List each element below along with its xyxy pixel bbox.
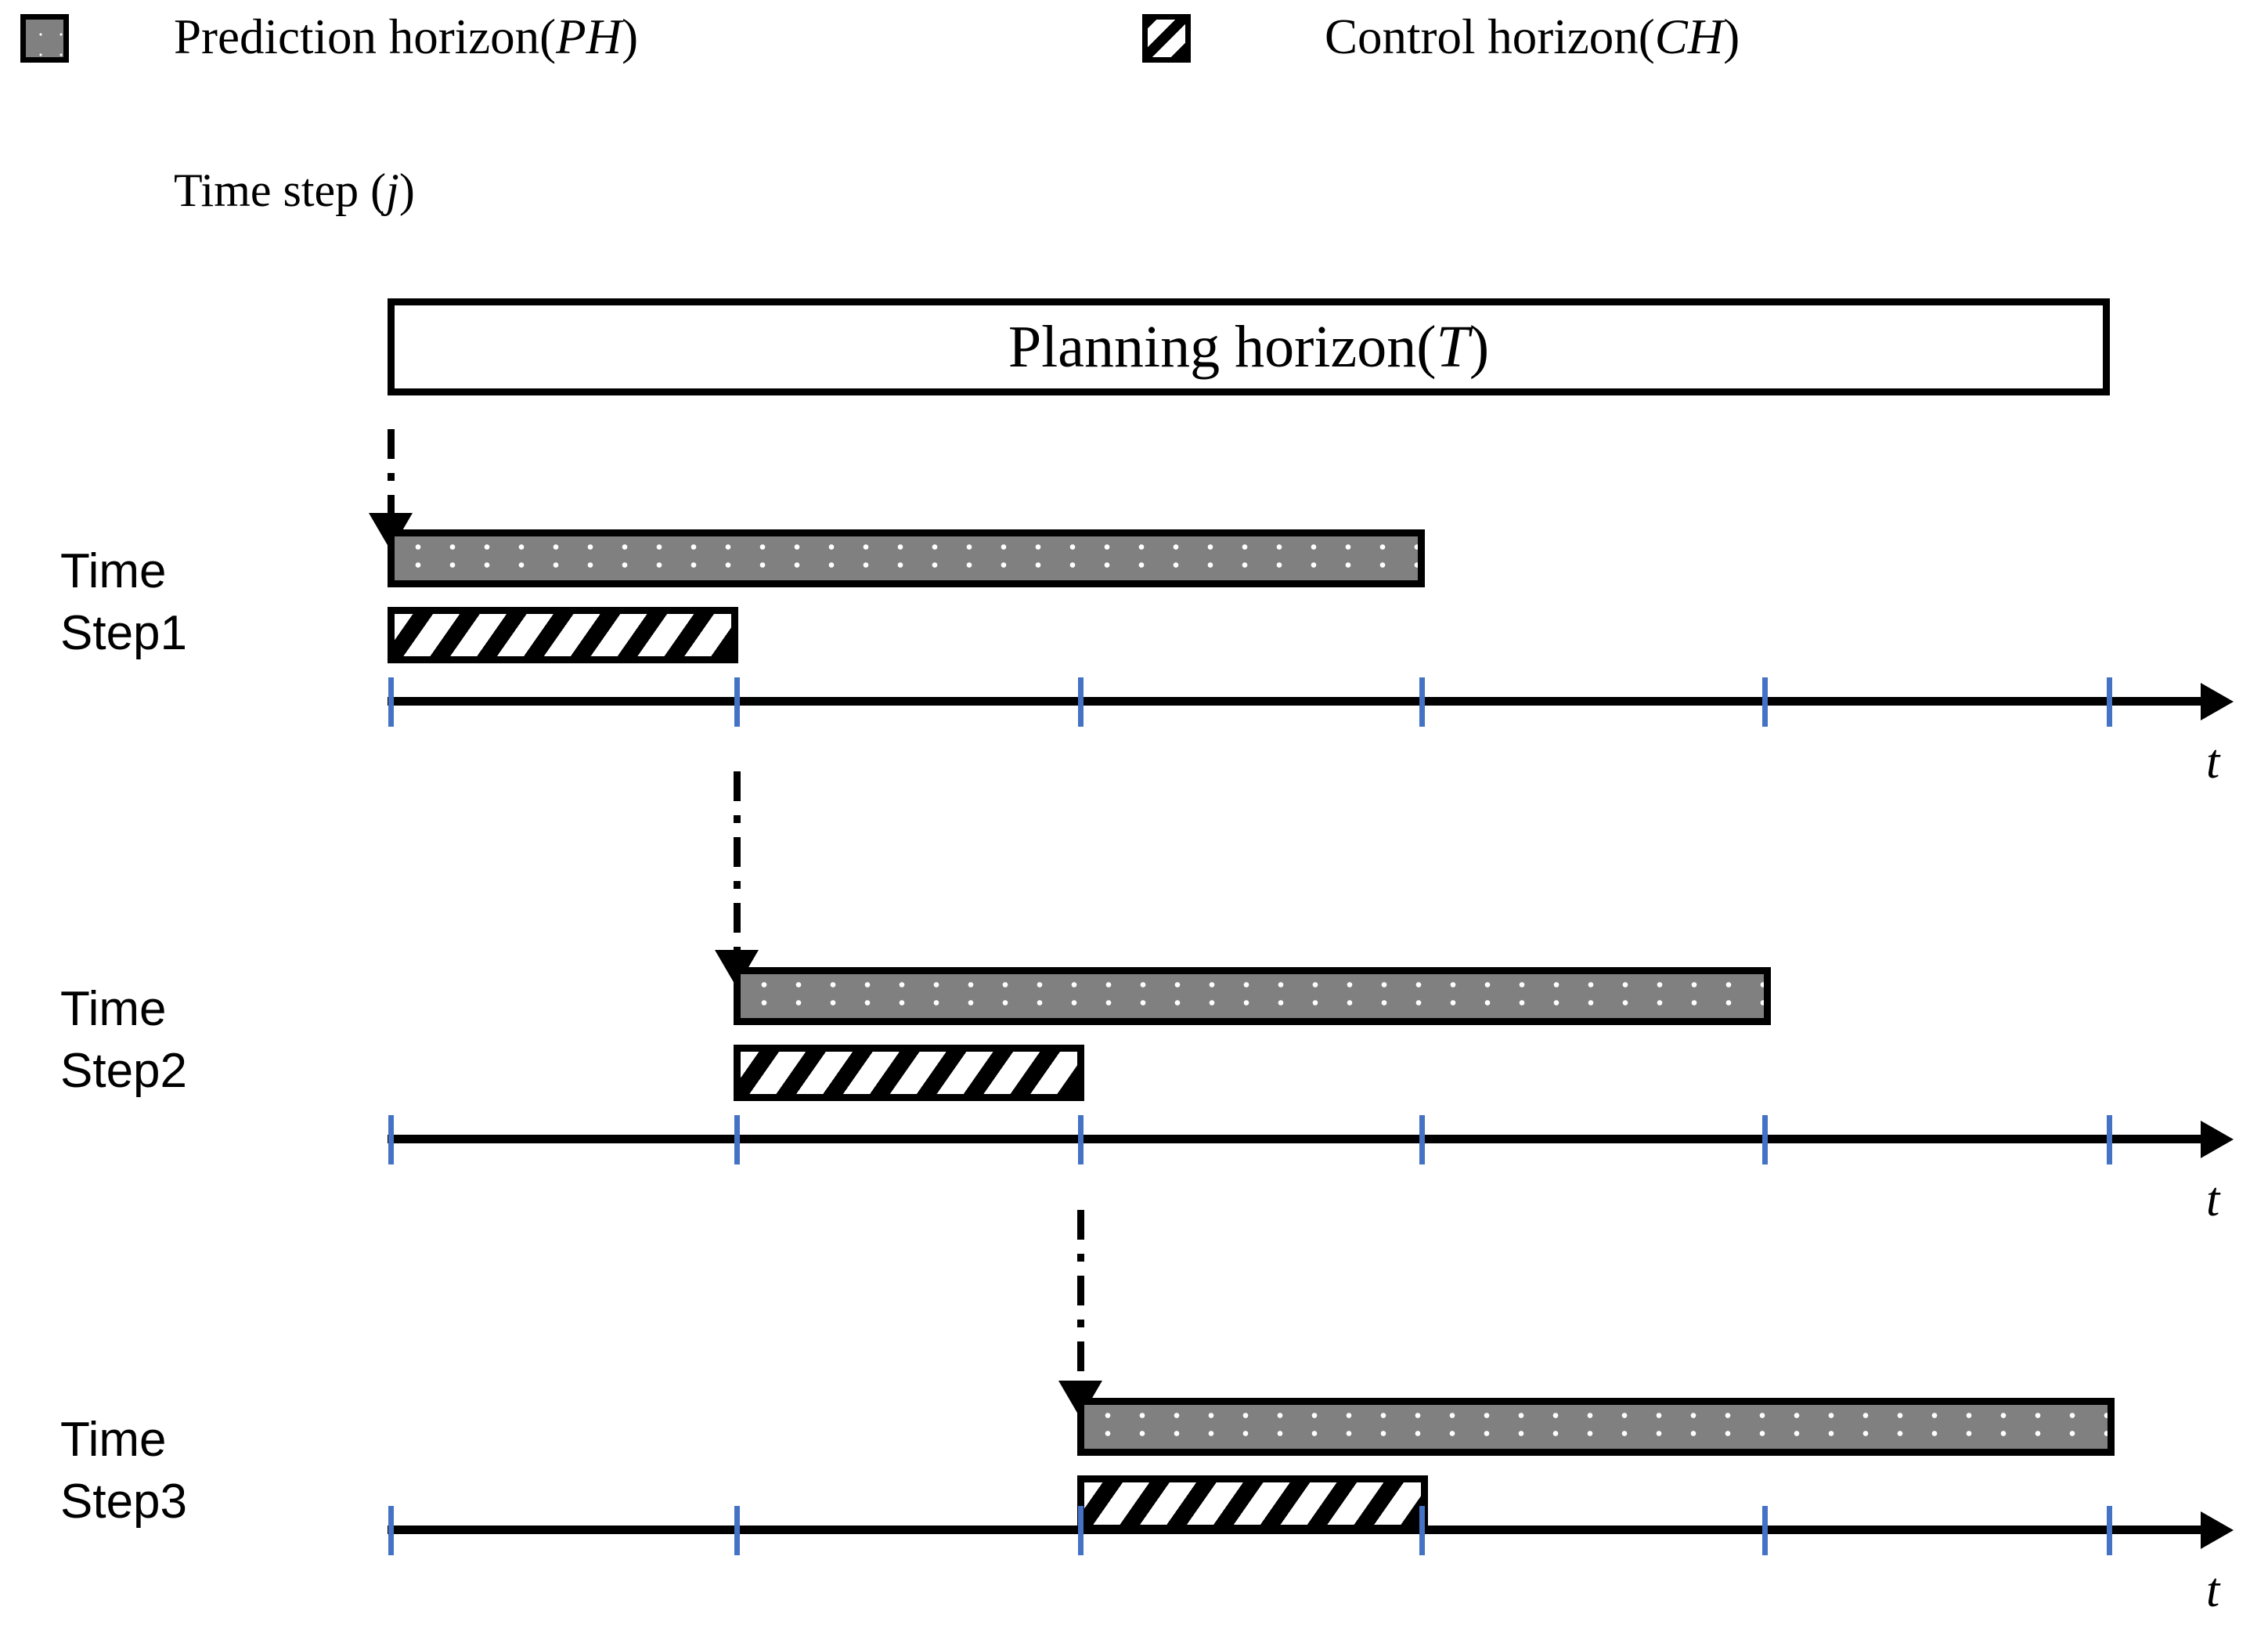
- time-step-2-axis-tick-2: [734, 1115, 740, 1164]
- time-step-1-axis-tick-3: [1078, 677, 1084, 727]
- time-step-3-control-horizon-bar: [1077, 1475, 1428, 1532]
- time-step-3-prediction-horizon-bar: [1077, 1398, 2115, 1456]
- time-step-caption-tail: ): [398, 164, 415, 216]
- prediction-horizon-swatch-icon: [20, 14, 69, 63]
- time-step-2-label-line1: Time: [60, 982, 167, 1036]
- planning-horizon-box: Planning horizon(T): [388, 298, 2110, 395]
- time-step-2-axis-tick-1: [388, 1115, 394, 1164]
- time-step-1-axis-tick-4: [1419, 677, 1425, 727]
- prediction-horizon-legend-tail: ): [622, 9, 639, 64]
- planning-horizon-tail: ): [1469, 314, 1490, 380]
- time-step-caption-text: Time step (: [174, 164, 387, 216]
- time-step-1-arrow-shaft: [388, 429, 395, 517]
- time-step-3-axis-line: [388, 1525, 2202, 1534]
- time-step-2-axis-tick-4: [1419, 1115, 1425, 1164]
- control-horizon-swatch-icon: [1142, 14, 1191, 63]
- time-step-2-axis-arrowhead-icon: [2201, 1121, 2234, 1158]
- time-step-3-label-line2: Step3: [60, 1475, 188, 1529]
- time-step-1-axis-tick-6: [2107, 677, 2112, 727]
- time-step-1-axis-tick-1: [388, 677, 394, 727]
- time-step-2-axis-label: t: [2206, 1173, 2220, 1226]
- planning-horizon-label: Planning horizon(T): [395, 317, 2103, 377]
- prediction-horizon-legend-symbol: PH: [556, 9, 622, 64]
- time-step-1-axis-tick-5: [1762, 677, 1768, 727]
- time-step-2-arrow-shaft: [734, 771, 741, 953]
- time-step-3-axis-tick-2: [734, 1506, 740, 1555]
- time-step-2-row-label: Time Step2: [60, 978, 187, 1103]
- time-step-3-axis-label: t: [2206, 1564, 2220, 1617]
- time-step-2-axis-tick-3: [1078, 1115, 1084, 1164]
- planning-horizon-symbol: T: [1436, 314, 1469, 380]
- time-step-2-axis-tick-6: [2107, 1115, 2112, 1164]
- time-step-1-axis-label: t: [2206, 735, 2220, 789]
- planning-horizon-text: Planning horizon(: [1008, 314, 1437, 380]
- prediction-horizon-legend-label: Prediction horizon(PH): [174, 13, 638, 62]
- time-step-2-prediction-horizon-bar: [734, 967, 1771, 1025]
- time-step-3-row-label: Time Step3: [60, 1409, 187, 1533]
- time-step-2-axis-tick-5: [1762, 1115, 1768, 1164]
- time-step-3-label-line1: Time: [60, 1413, 167, 1467]
- time-step-caption-symbol: j: [386, 164, 399, 216]
- time-step-1-row-label: Time Step1: [60, 540, 187, 665]
- time-step-1-prediction-horizon-bar: [388, 529, 1425, 587]
- time-step-1-label-line2: Step1: [60, 606, 188, 661]
- time-step-1-axis-arrowhead-icon: [2201, 683, 2234, 720]
- control-horizon-legend-symbol: CH: [1654, 9, 1724, 64]
- time-step-3-axis-arrowhead-icon: [2201, 1511, 2234, 1549]
- prediction-horizon-legend-text: Prediction horizon(: [174, 9, 557, 64]
- time-step-3-axis-tick-3: [1078, 1506, 1084, 1555]
- time-step-2-axis-line: [388, 1135, 2202, 1143]
- time-step-1-control-horizon-bar: [388, 607, 738, 663]
- control-horizon-legend-tail: ): [1723, 9, 1740, 64]
- time-step-2-control-horizon-bar: [734, 1045, 1084, 1101]
- time-step-3-axis-tick-5: [1762, 1506, 1768, 1555]
- time-step-3-axis-tick-4: [1419, 1506, 1425, 1555]
- time-step-caption: Time step (j): [174, 167, 415, 214]
- time-step-3-axis-tick-1: [388, 1506, 394, 1555]
- time-step-1-label-line1: Time: [60, 544, 167, 598]
- time-step-2-label-line2: Step2: [60, 1044, 188, 1099]
- time-step-3-axis-tick-6: [2107, 1506, 2112, 1555]
- time-step-1-axis-tick-2: [734, 677, 740, 727]
- control-horizon-legend-label: Control horizon(CH): [1325, 13, 1740, 62]
- time-step-3-arrow-shaft: [1077, 1210, 1084, 1384]
- control-horizon-legend-text: Control horizon(: [1325, 9, 1655, 64]
- time-step-1-axis-line: [388, 697, 2202, 706]
